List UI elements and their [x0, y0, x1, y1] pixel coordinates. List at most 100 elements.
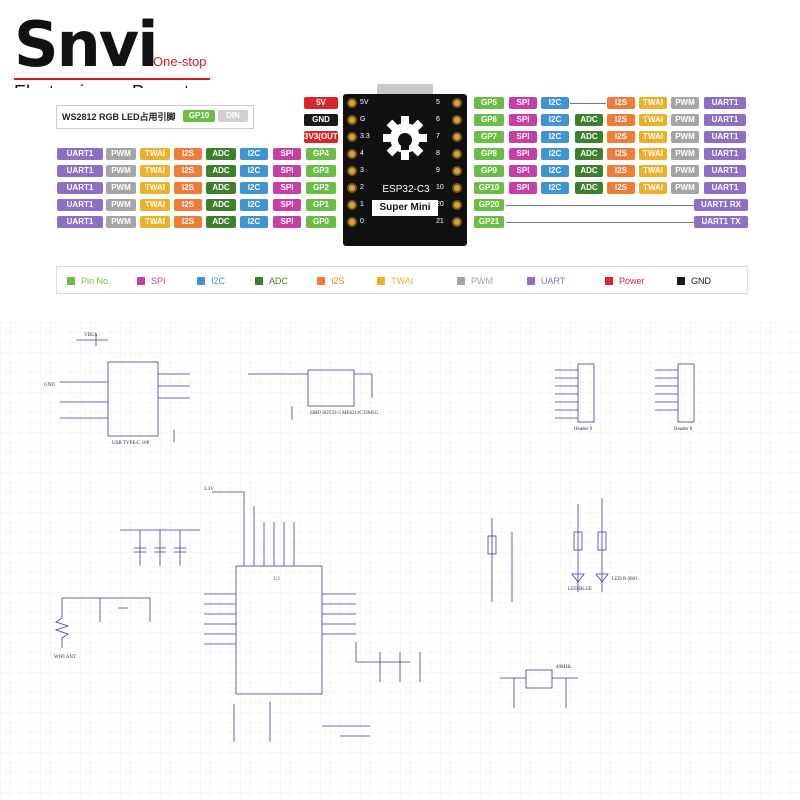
- pinout-diagram: WS2812 RGB LED占用引脚 GP10 DIN ESP32-C3 Sup…: [0, 84, 800, 306]
- right-pin-chip: GP7: [474, 131, 504, 143]
- power-pin-chip: 3V3(OUT): [304, 131, 338, 143]
- vdd-label: 3.3V: [204, 487, 214, 492]
- left-pin-chip: PWM: [106, 199, 136, 211]
- right-pin-chip: GP6: [474, 114, 504, 126]
- pin-hole: [347, 115, 357, 125]
- left-pin-chip: UART1: [57, 148, 103, 160]
- pin-number: 3.3: [360, 133, 370, 140]
- legend-label: Pin No.: [81, 276, 111, 286]
- right-pin-chip: GP21: [474, 216, 504, 228]
- left-pin-chip: TWAI: [140, 148, 170, 160]
- right-pin-chip: UART1: [704, 114, 746, 126]
- right-pin-chip: TWAI: [639, 131, 667, 143]
- right-pin-chip: I2C: [541, 114, 569, 126]
- legend-swatch: [527, 277, 535, 285]
- pin-number: 7: [436, 133, 440, 140]
- legend-label: GND: [691, 276, 711, 286]
- right-pin-chip: PWM: [671, 165, 699, 177]
- right-pin-chip: I2S: [607, 182, 635, 194]
- header-8-label: Header 8: [674, 427, 693, 432]
- left-pin-chip: SPI: [273, 182, 301, 194]
- right-pin-chip: UART1: [704, 148, 746, 160]
- pin-wire: [570, 103, 606, 104]
- pin-number: 4: [360, 150, 364, 157]
- pin-hole: [452, 200, 462, 210]
- pin-number: 5: [436, 99, 440, 106]
- left-pin-chip: TWAI: [140, 182, 170, 194]
- right-pin-chip: UART1 RX: [694, 199, 748, 211]
- legend-item: TWAI: [377, 276, 413, 286]
- left-pin-chip: I2C: [240, 216, 268, 228]
- pin-hole: [452, 166, 462, 176]
- pin-hole: [452, 183, 462, 193]
- legend-item: GND: [677, 276, 711, 286]
- left-pin-chip: UART1: [57, 165, 103, 177]
- left-pin-chip: PWM: [106, 182, 136, 194]
- right-pin-chip: ADC: [575, 114, 603, 126]
- pin-number: 1: [360, 201, 364, 208]
- led-power-label: LED R 0603: [612, 577, 638, 582]
- legend-item: I2S: [317, 276, 345, 286]
- ws2812-gpio-chip: GP10: [183, 110, 215, 122]
- left-pin-chip: ADC: [206, 182, 236, 194]
- legend-swatch: [317, 277, 325, 285]
- right-pin-chip: UART1: [704, 131, 746, 143]
- pin-number: 3: [360, 167, 364, 174]
- legend-swatch: [457, 277, 465, 285]
- right-pin-chip: PWM: [671, 114, 699, 126]
- gear-logo-icon: [383, 116, 427, 160]
- left-pin-chip: TWAI: [140, 165, 170, 177]
- right-pin-chip: PWM: [671, 148, 699, 160]
- legend-item: UART: [527, 276, 565, 286]
- left-pin-chip: GP1: [306, 199, 336, 211]
- pin-number: 9: [436, 167, 440, 174]
- legend-swatch: [377, 277, 385, 285]
- right-pin-chip: I2S: [607, 114, 635, 126]
- right-pin-chip: GP9: [474, 165, 504, 177]
- left-pin-chip: ADC: [206, 216, 236, 228]
- right-pin-chip: GP5: [474, 97, 504, 109]
- pin-hole: [347, 217, 357, 227]
- pin-hole: [452, 149, 462, 159]
- board-subtitle: Super Mini: [372, 200, 438, 216]
- legend-swatch: [197, 277, 205, 285]
- right-pin-chip: SPI: [509, 165, 537, 177]
- legend-label: Power: [619, 276, 645, 286]
- pin-number: 6: [436, 116, 440, 123]
- left-pin-chip: ADC: [206, 165, 236, 177]
- board-title: ESP32-C3: [382, 184, 430, 195]
- brand-tagline: One-stop: [153, 54, 207, 69]
- right-pin-chip: TWAI: [639, 114, 667, 126]
- ldo-label: SMD SOT23-5 ME6211C33M5G: [310, 411, 379, 416]
- legend-label: I2S: [331, 276, 345, 286]
- right-pin-chip: TWAI: [639, 148, 667, 160]
- right-pin-chip: TWAI: [639, 165, 667, 177]
- crystal-label: 40MHz: [556, 665, 572, 670]
- left-pin-chip: I2S: [174, 199, 202, 211]
- right-pin-chip: SPI: [509, 114, 537, 126]
- legend-item: I2C: [197, 276, 225, 286]
- right-pin-chip: I2S: [607, 148, 635, 160]
- antenna-label: WIFI ANT: [54, 655, 76, 660]
- legend-item: Pin No.: [67, 276, 111, 286]
- right-pin-chip: ADC: [575, 165, 603, 177]
- left-pin-chip: PWM: [106, 216, 136, 228]
- ws2812-box: [56, 105, 254, 129]
- right-pin-chip: I2C: [541, 97, 569, 109]
- usb-connector-label: USB TYPE-C 16P: [112, 441, 150, 446]
- legend-item: Power: [605, 276, 645, 286]
- legend-label: PWM: [471, 276, 493, 286]
- pin-number: 2: [360, 184, 364, 191]
- right-pin-chip: SPI: [509, 97, 537, 109]
- right-pin-chip: I2C: [541, 148, 569, 160]
- left-pin-chip: I2C: [240, 165, 268, 177]
- legend-item: SPI: [137, 276, 166, 286]
- left-pin-chip: UART1: [57, 182, 103, 194]
- left-pin-chip: I2C: [240, 182, 268, 194]
- right-pin-chip: GP8: [474, 148, 504, 160]
- header-9-label: Header 9: [574, 427, 593, 432]
- left-pin-chip: I2S: [174, 216, 202, 228]
- power-pin-chip: GND: [304, 114, 338, 126]
- circuit-schematic: USB TYPE-C 16P Header 9 Header 8 U1 40MH…: [0, 322, 800, 800]
